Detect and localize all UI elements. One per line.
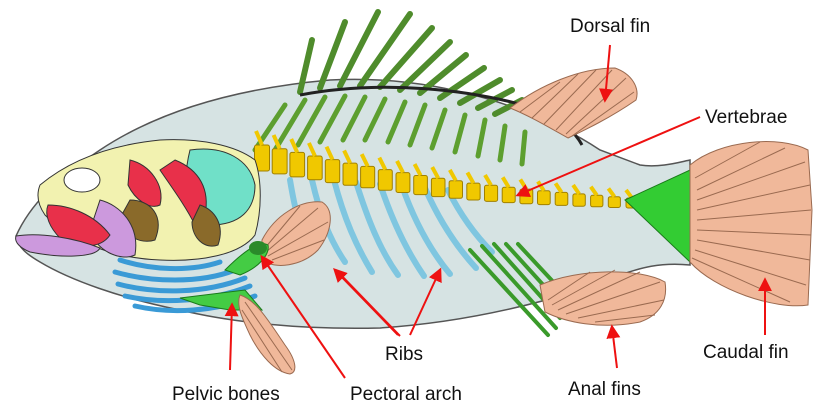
- vertebra: [325, 160, 339, 183]
- vertebra: [290, 152, 305, 177]
- label-pectoral-arch: Pectoral arch: [350, 384, 462, 405]
- label-dorsal-fin: Dorsal fin: [570, 16, 650, 37]
- label-pelvic-bones: Pelvic bones: [172, 384, 280, 405]
- anal-fin: [540, 270, 666, 325]
- vertebra: [449, 181, 462, 199]
- caudal-fin: [690, 142, 812, 306]
- label-vertebrae: Vertebrae: [705, 107, 787, 128]
- vertebra: [573, 194, 585, 206]
- pectoral-arch-joint: [249, 241, 267, 255]
- vertebra: [308, 156, 323, 180]
- vertebra: [396, 173, 410, 193]
- vertebra: [485, 185, 498, 201]
- vertebra: [608, 197, 620, 208]
- vertebra: [591, 195, 603, 207]
- vertebra: [272, 149, 287, 174]
- vertebra: [502, 187, 515, 202]
- vertebra: [414, 176, 428, 195]
- vertebra: [431, 178, 445, 196]
- vertebra: [538, 191, 551, 205]
- label-caudal-fin: Caudal fin: [703, 342, 789, 363]
- vertebra: [343, 163, 357, 185]
- vertebra: [555, 192, 568, 205]
- vertebra: [361, 166, 375, 187]
- label-ribs: Ribs: [385, 344, 423, 365]
- vertebra: [378, 170, 392, 191]
- vertebra: [467, 183, 480, 200]
- label-anal-fins: Anal fins: [568, 379, 641, 400]
- skull: [16, 140, 261, 261]
